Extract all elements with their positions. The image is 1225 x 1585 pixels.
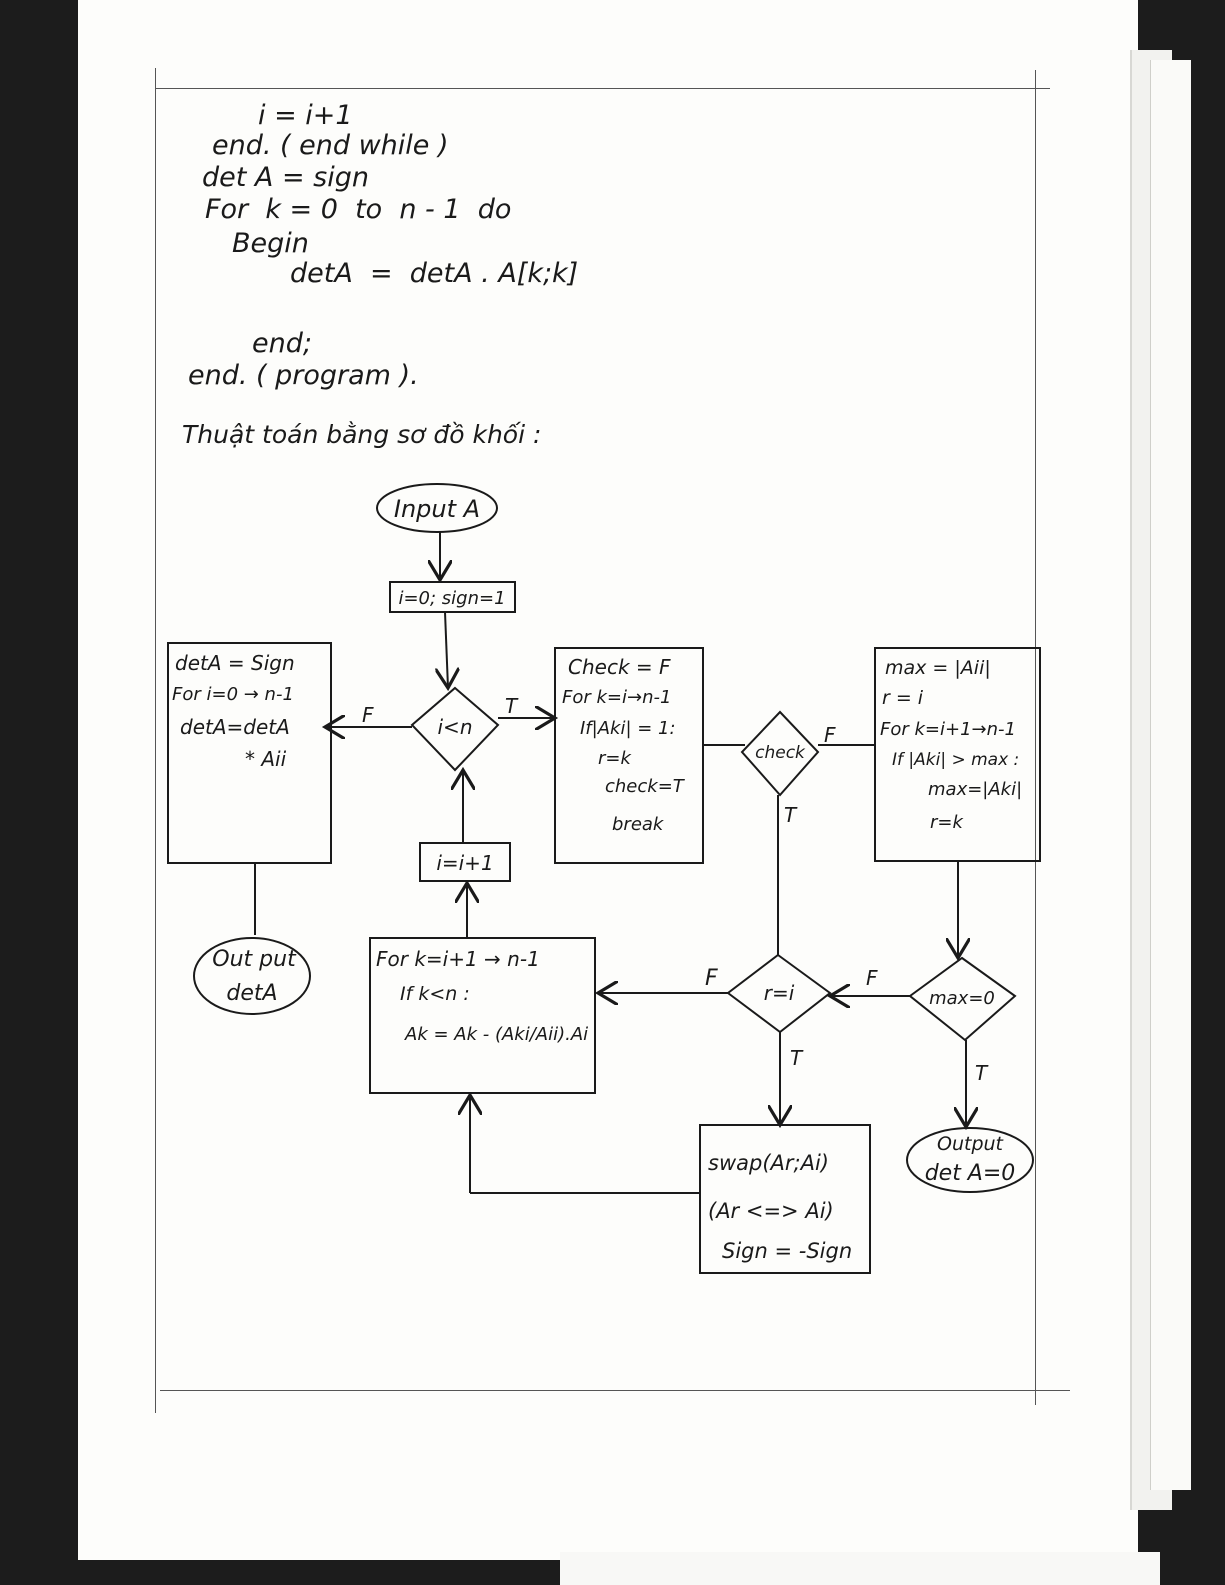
- output-det-line-2: detA: [226, 981, 277, 1006]
- max-line-2: r = i: [882, 687, 924, 709]
- cond-check-label: check: [755, 743, 806, 763]
- edge-label-true-r: T: [790, 1046, 804, 1070]
- paper-bottom-strip: [560, 1552, 1160, 1585]
- check-line-4: r=k: [598, 748, 632, 769]
- det-box: [167, 642, 332, 864]
- code-line-end-while: end. ( end while ): [212, 130, 449, 161]
- input-label: Input A: [394, 495, 480, 523]
- init-box: [389, 581, 516, 613]
- swap-line-1: swap(Ar;Ai): [708, 1151, 829, 1175]
- edge-label-false-max: F: [866, 966, 878, 990]
- max-line-6: r=k: [930, 812, 964, 833]
- edge-label-true-check: T: [784, 803, 798, 827]
- output-det-line-1: Out put: [212, 947, 297, 972]
- edge-label-false-check: F: [824, 723, 836, 747]
- max-line-3: For k=i+1→n-1: [880, 719, 1016, 740]
- output-zero-terminal: [906, 1127, 1034, 1193]
- incr-label: i=i+1: [436, 851, 493, 875]
- code-line-begin: Begin: [232, 228, 309, 259]
- det-line-1: detA = Sign: [175, 651, 295, 675]
- output-zero-line-1: Output: [937, 1133, 1005, 1155]
- cond-i-label: i<n: [438, 715, 473, 739]
- frame-left: [155, 68, 156, 1413]
- elim-line-2: If k<n :: [400, 983, 470, 1005]
- det-line-3: detA=detA: [180, 715, 290, 739]
- max-line-4: If |Aki| > max :: [892, 750, 1019, 770]
- max-line-1: max = |Aii|: [885, 657, 991, 679]
- edge-label-true-i: T: [505, 694, 519, 718]
- edge-label-false-r: F: [705, 966, 718, 991]
- paper-edge-back: [1150, 60, 1191, 1490]
- elim-line-1: For k=i+1 → n-1: [376, 947, 540, 971]
- output-det-terminal: [193, 937, 311, 1015]
- swap-line-2: (Ar <=> Ai): [708, 1199, 834, 1223]
- frame-bottom: [160, 1390, 1070, 1391]
- paper-sheet: [78, 0, 1138, 1560]
- code-line-incr: i = i+1: [258, 100, 353, 131]
- det-line-2: For i=0 → n-1: [172, 684, 294, 705]
- elim-box: [369, 937, 596, 1094]
- cond-check-diamond: [740, 710, 820, 797]
- code-line-for: For k = 0 to n - 1 do: [205, 194, 512, 225]
- code-line-det-sign: det A = sign: [202, 162, 369, 193]
- frame-top: [155, 88, 1050, 89]
- code-line-end-program: end. ( program ).: [188, 360, 419, 391]
- cond-r-label: r=i: [764, 981, 795, 1005]
- check-line-6: break: [612, 814, 665, 835]
- det-line-4: * Aii: [245, 747, 287, 771]
- check-line-3: If|Aki| = 1:: [580, 718, 676, 739]
- cond-max-label: max=0: [929, 988, 995, 1009]
- edge-label-true-max: T: [975, 1061, 989, 1085]
- output-zero-line-2: det A=0: [925, 1161, 1016, 1186]
- swap-box: [699, 1124, 871, 1274]
- elim-line-3: Ak = Ak - (Aki/Aii).Ai: [404, 1024, 588, 1045]
- section-heading: Thuật toán bằng sơ đồ khối :: [182, 420, 542, 449]
- check-line-5: check=T: [605, 776, 686, 797]
- init-label: i=0; sign=1: [398, 588, 505, 609]
- check-box: [554, 647, 704, 864]
- swap-line-3: Sign = -Sign: [722, 1239, 852, 1263]
- edge-label-false-i: F: [362, 703, 374, 727]
- code-line-det-mult: detA = detA . A[k;k]: [290, 258, 579, 289]
- max-line-5: max=|Aki|: [928, 779, 1022, 800]
- check-line-2: For k=i→n-1: [562, 687, 671, 708]
- frame-right: [1035, 70, 1036, 1405]
- code-line-end: end;: [252, 328, 312, 359]
- input-terminal: [376, 483, 498, 533]
- check-line-1: Check = F: [568, 655, 671, 679]
